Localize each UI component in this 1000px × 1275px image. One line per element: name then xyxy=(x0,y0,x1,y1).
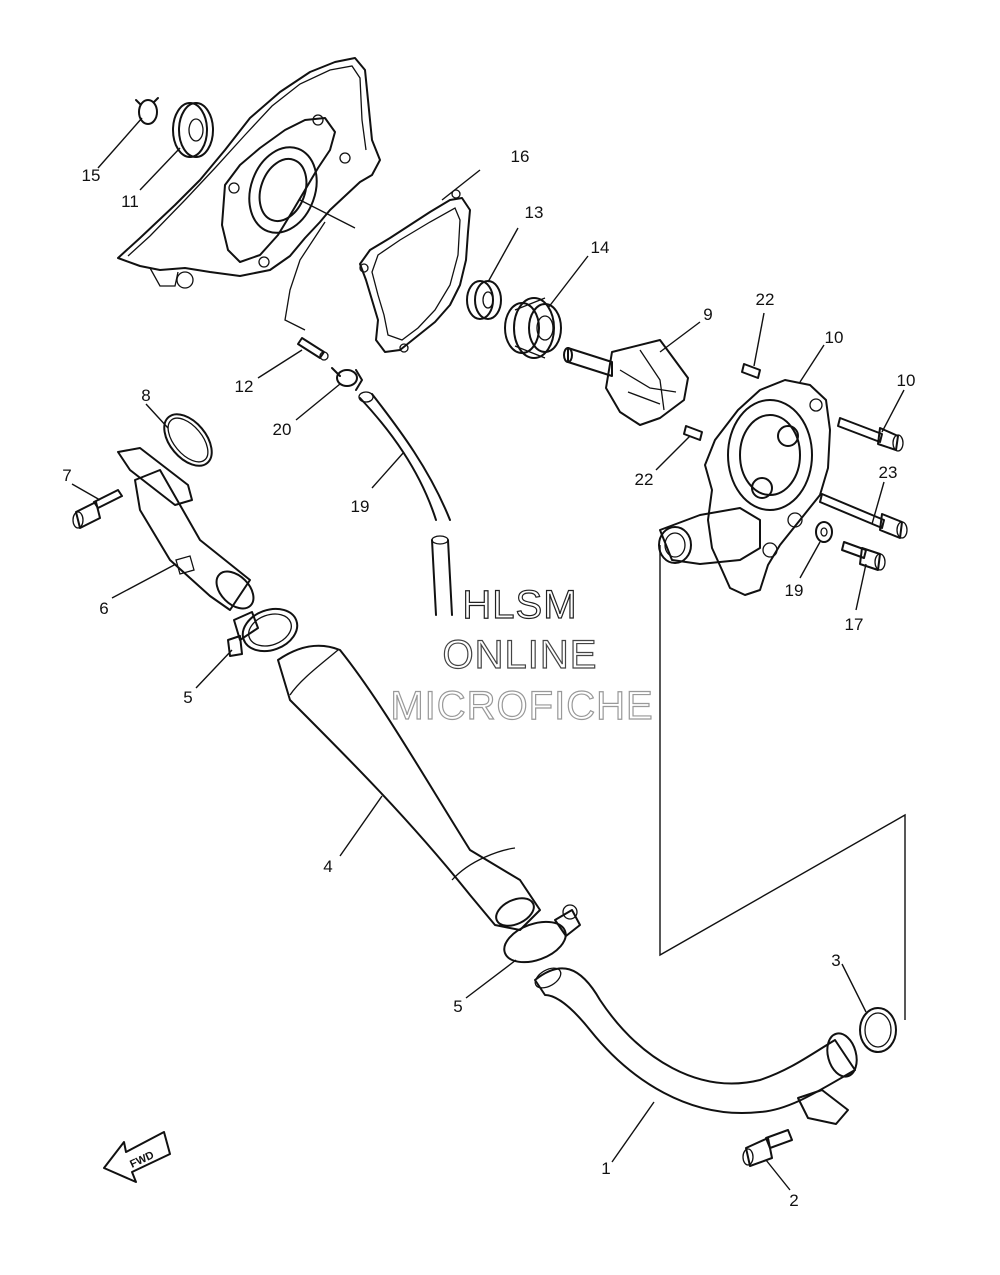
part-5-clamp-lower xyxy=(503,904,581,964)
part-2-bolt xyxy=(742,1129,793,1167)
watermark-line-3: MICROFICHE xyxy=(390,684,653,728)
crankcase-cover xyxy=(117,57,381,331)
callout-8: 8 xyxy=(141,386,150,405)
part-6-pipe xyxy=(117,447,255,611)
callout-22-lower: 22 xyxy=(635,470,654,489)
callout-19: 19 xyxy=(785,581,804,600)
reference-line xyxy=(659,545,906,1020)
part-14-oil-seal xyxy=(466,280,502,320)
callout-4: 4 xyxy=(323,857,332,876)
part-1-pipe xyxy=(534,967,858,1125)
callout-14: 13 xyxy=(525,203,544,222)
part-18-bolt xyxy=(841,541,886,571)
callout-15: 14 xyxy=(591,238,610,257)
part-9-impeller xyxy=(563,339,689,426)
callout-16: 15 xyxy=(82,166,101,185)
part-13-pin xyxy=(297,337,329,361)
watermark-line-2: ONLINE xyxy=(443,633,598,677)
part-7-bolt xyxy=(72,489,123,529)
callout-5-lower: 5 xyxy=(453,997,462,1016)
callout-7: 7 xyxy=(62,466,71,485)
callout-22-upper: 22 xyxy=(756,290,775,309)
callout-12: 11 xyxy=(121,192,139,211)
callout-1: 1 xyxy=(601,1159,610,1178)
leader-lines xyxy=(71,117,905,1191)
callout-18: 17 xyxy=(845,615,864,634)
part-4-hose xyxy=(277,644,541,931)
part-17-gasket xyxy=(359,189,471,353)
part-8-o-ring xyxy=(163,413,213,467)
part-22-dowel-upper xyxy=(741,363,761,379)
watermark-line-1: HLSM xyxy=(462,583,577,627)
callout-9: 9 xyxy=(703,305,712,324)
part-20-hose xyxy=(358,391,453,616)
part-22-dowel-lower xyxy=(683,425,703,441)
callout-10: 10 xyxy=(825,328,844,347)
part-10-pump-housing xyxy=(658,379,831,596)
callout-23: 23 xyxy=(879,463,898,482)
callout-17: 16 xyxy=(511,147,530,166)
callout-3: 3 xyxy=(831,951,840,970)
callout-21: 20 xyxy=(273,420,292,439)
part-16-circlip xyxy=(135,97,159,125)
part-12-bearing xyxy=(172,102,214,158)
callout-2: 2 xyxy=(789,1191,798,1210)
part-21-hose-clip xyxy=(331,367,363,391)
part-11-bolt xyxy=(837,417,904,452)
part-3-o-ring xyxy=(859,1007,897,1053)
callout-20: 19 xyxy=(351,497,370,516)
callout-11: 10 xyxy=(897,371,916,390)
fwd-arrow-icon: FWD xyxy=(103,1131,171,1183)
part-15-mechanical-seal xyxy=(504,297,562,359)
part-23-bolt xyxy=(819,493,908,539)
callout-6: 6 xyxy=(99,599,108,618)
part-19-washer xyxy=(815,521,833,543)
callout-13: 12 xyxy=(235,377,254,396)
part-5-clamp-upper xyxy=(227,607,299,657)
callout-5-upper: 5 xyxy=(183,688,192,707)
